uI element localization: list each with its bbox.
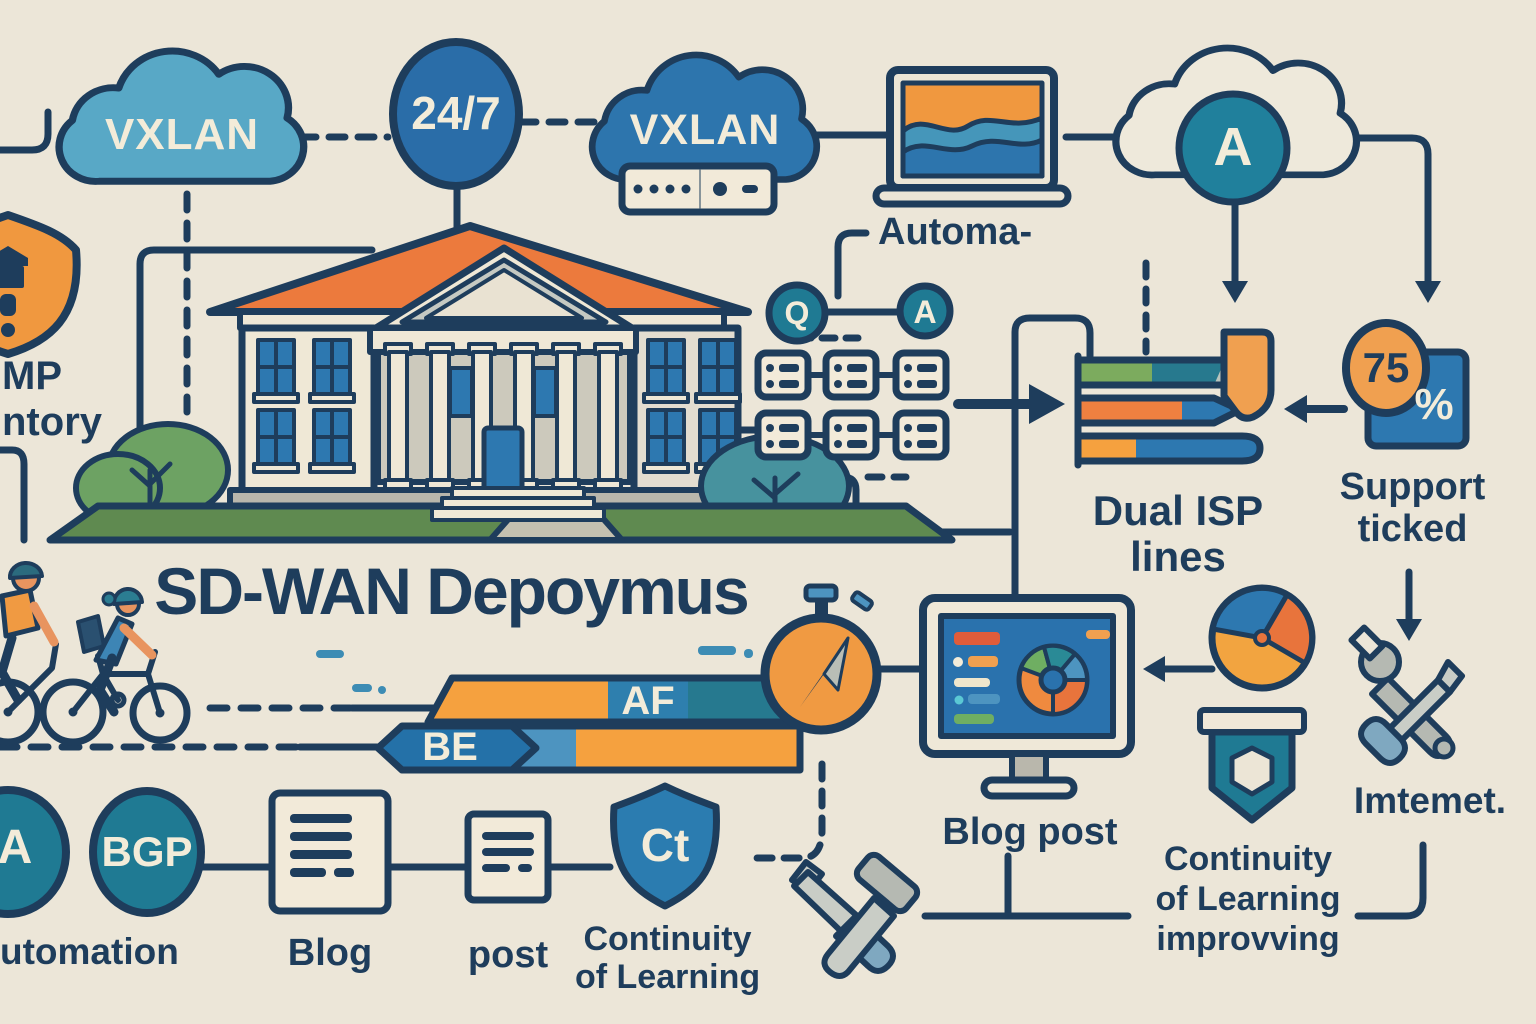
wrench-screwdriver-icon (1348, 624, 1465, 766)
q-circle-label: Q (784, 295, 810, 331)
ribbon-icon (1197, 707, 1307, 824)
left-shield-label-2: ntory (2, 400, 102, 444)
pie-chart-icon (1208, 584, 1316, 692)
school-building-icon (206, 222, 752, 509)
support-label-1: Support (1339, 466, 1486, 508)
cloud-left-label: VXLAN (104, 110, 260, 159)
continuity-right-3: improvving (1156, 920, 1340, 958)
automation-note: Automa- (878, 211, 1033, 253)
qa-circles (765, 281, 954, 345)
cyclists-icon (0, 561, 191, 746)
blog-post-label: Blog post (942, 811, 1118, 853)
page-title: SD-WAN Depoymus (154, 554, 749, 628)
document-icon-large (268, 789, 392, 915)
laptop-chart-icon (872, 66, 1072, 208)
stopwatch-icon (760, 583, 882, 735)
monitor-dashboard-icon (919, 594, 1135, 800)
cloud-vxlan-middle (592, 55, 817, 216)
cloud-a-icon (1116, 48, 1357, 206)
cloud-a-letter: A (1213, 117, 1253, 177)
af-bar-label: AF (621, 679, 675, 723)
bgp-circle-label: BGP (101, 828, 193, 875)
continuity-right-1: Continuity (1163, 840, 1333, 878)
speed-dashes (316, 646, 753, 694)
badge-24-7 (389, 38, 523, 190)
ribbon-corner-icon (1220, 328, 1275, 422)
arrow-heads (1029, 281, 1441, 682)
automation-circle-letter: A (0, 821, 33, 874)
post-doc-label: post (467, 934, 549, 976)
timeline-bars (374, 674, 804, 774)
support-percent-sign: % (1414, 380, 1454, 429)
bgp-circle (89, 787, 205, 917)
hammer-screwdriver-icon (789, 851, 921, 979)
support-label-2: ticked (1357, 508, 1468, 550)
a-circle-label: A (913, 294, 937, 330)
grass-strip (46, 486, 956, 544)
continuity-right-2: of Learning (1155, 880, 1341, 918)
alert-shield-icon (0, 211, 81, 358)
ct-shield-monogram: Ct (640, 819, 690, 871)
be-bar-label: BE (422, 725, 478, 769)
automation-label: utomation (0, 931, 179, 972)
blog-doc-label: Blog (287, 932, 373, 974)
automation-circle (0, 786, 70, 918)
percent-badge (1342, 319, 1470, 450)
cloud-mid-label: VXLAN (629, 106, 781, 154)
dual-isp-label-2: lines (1130, 533, 1226, 580)
ct-shield-icon (609, 782, 721, 910)
support-percent-value: 75 (1362, 344, 1410, 391)
left-shield-label-1: MP (2, 354, 62, 398)
dual-isp-label-1: Dual ISP (1092, 487, 1264, 534)
internet-label: Imtemet. (1353, 780, 1507, 821)
ct-shield-label-2: of Learning (575, 958, 761, 996)
ct-shield-label-1: Continuity (583, 920, 752, 958)
document-icon-small (464, 810, 552, 904)
dual-isp-bars (1074, 328, 1275, 469)
switch-grid-icon (754, 349, 950, 461)
availability-badge-label: 24/7 (411, 87, 501, 139)
